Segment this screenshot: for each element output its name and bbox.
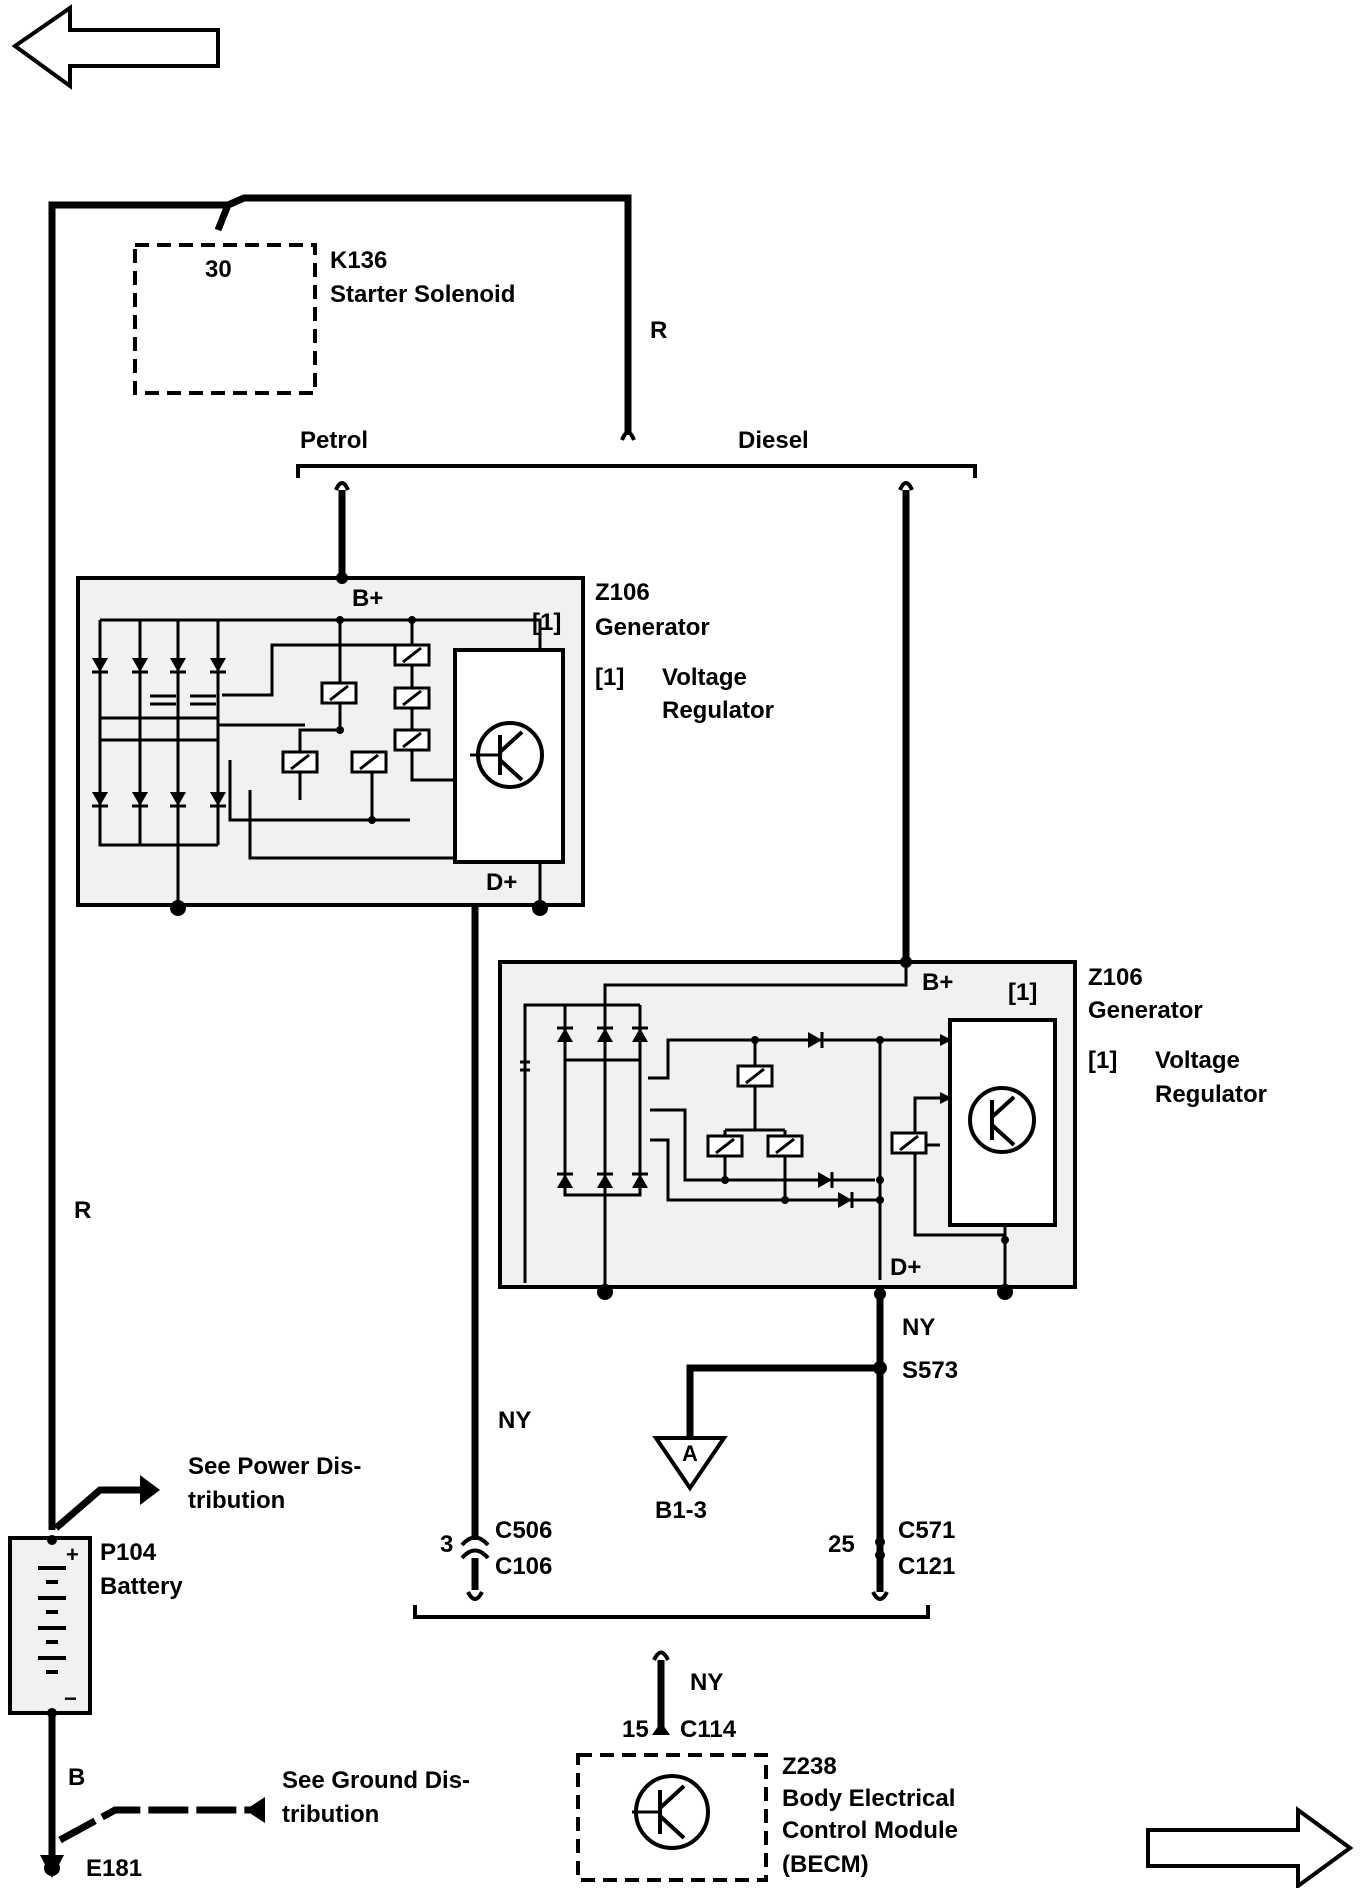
conn-right-bottom: C121 [898,1553,955,1580]
battery: + − P104 Battery [8,1535,183,1718]
gen2-note-line1: Voltage [1155,1047,1240,1074]
generator-diesel-label: Z106 Generator [1] Voltage Regulator [1088,964,1267,1108]
battery-id: P104 [100,1539,157,1566]
ground-e181: E181 [40,1855,142,1882]
becm-line1: Body Electrical [782,1785,955,1812]
splice-s573: S573 A B1-3 [652,1357,958,1524]
gen2-ref: [1] [1008,979,1037,1006]
variant-diesel: Diesel [738,427,809,454]
ground-ref-line2: tribution [282,1801,379,1828]
becm-id: Z238 [782,1753,837,1780]
conn-right-pin: 25 [828,1531,855,1558]
gen2-note-ref: [1] [1088,1047,1117,1074]
gen1-b-terminal: B+ [352,585,383,612]
splice-ref-letter: A [682,1441,698,1466]
starter-solenoid: 30 K136 Starter Solenoid [133,243,515,395]
gen1-id: Z106 [595,579,650,606]
gen1-note-ref: [1] [595,664,624,691]
gen2-b-terminal: B+ [922,969,953,996]
ground-distribution-ref[interactable]: See Ground Dis- tribution [58,1767,470,1844]
starter-name: Starter Solenoid [330,281,515,308]
wire-color-gen1-d: NY [498,1407,531,1434]
ground-id: E181 [86,1855,142,1882]
power-ref-line1: See Power Dis- [188,1453,361,1480]
becm-line2: Control Module [782,1817,958,1844]
conn-left-bottom: C106 [495,1553,552,1580]
gen1-note-line2: Regulator [662,697,774,724]
wire-color-becm: NY [690,1669,723,1696]
wire-color-gen2-d: NY [902,1314,935,1341]
battery-name: Battery [100,1573,183,1600]
lower-bus [413,1591,930,1661]
becm-line3: (BECM) [782,1851,869,1878]
gen2-d-terminal: D+ [890,1254,921,1281]
gen2-id: Z106 [1088,964,1143,991]
becm-module: 15 C114 Z238 Body Electrical Control Mod… [576,1716,958,1882]
wire-color-ground: B [68,1764,85,1791]
variant-bus: Petrol Diesel [296,427,977,491]
gen1-name: Generator [595,614,710,641]
power-distribution-ref[interactable]: See Power Dis- tribution [53,1453,361,1531]
generator-petrol-label: Z106 Generator [1] Voltage Regulator [595,579,774,724]
forward-arrow-button[interactable] [1146,1806,1354,1888]
conn-left-top: C506 [495,1517,552,1544]
splice-id: S573 [902,1357,958,1384]
back-arrow-button[interactable] [11,4,220,90]
variant-petrol: Petrol [300,427,368,454]
starter-terminal: 30 [205,256,232,283]
wire-color-top: R [650,317,667,344]
battery-plus: + [66,1542,79,1567]
gen1-note-line1: Voltage [662,664,747,691]
ground-ref-line1: See Ground Dis- [282,1767,470,1794]
wire-color-left: R [74,1197,91,1224]
gen2-name: Generator [1088,997,1203,1024]
generator-diesel: B+ [1] [498,956,1077,1300]
becm-conn: C114 [680,1716,737,1743]
starter-id: K136 [330,247,387,274]
power-ref-line2: tribution [188,1487,285,1514]
conn-left-pin: 3 [440,1531,453,1558]
splice-ref-page: B1-3 [655,1497,707,1524]
gen1-ref: [1] [532,609,561,636]
connector-c506-c106: 3 C506 C106 [440,1517,552,1590]
wire-r-top [226,194,632,435]
right-arrow-icon [1146,1806,1354,1888]
battery-minus: − [64,1686,77,1711]
left-arrow-icon [11,4,220,90]
wire-r-left [48,201,234,1530]
gen2-note-line2: Regulator [1155,1081,1267,1108]
conn-right-top: C571 [898,1517,955,1544]
connector-c571-c121: 25 C571 C121 [828,1517,955,1580]
gen1-d-terminal: D+ [486,869,517,896]
generator-petrol: B+ [1] [76,572,585,916]
becm-pin: 15 [622,1716,649,1743]
